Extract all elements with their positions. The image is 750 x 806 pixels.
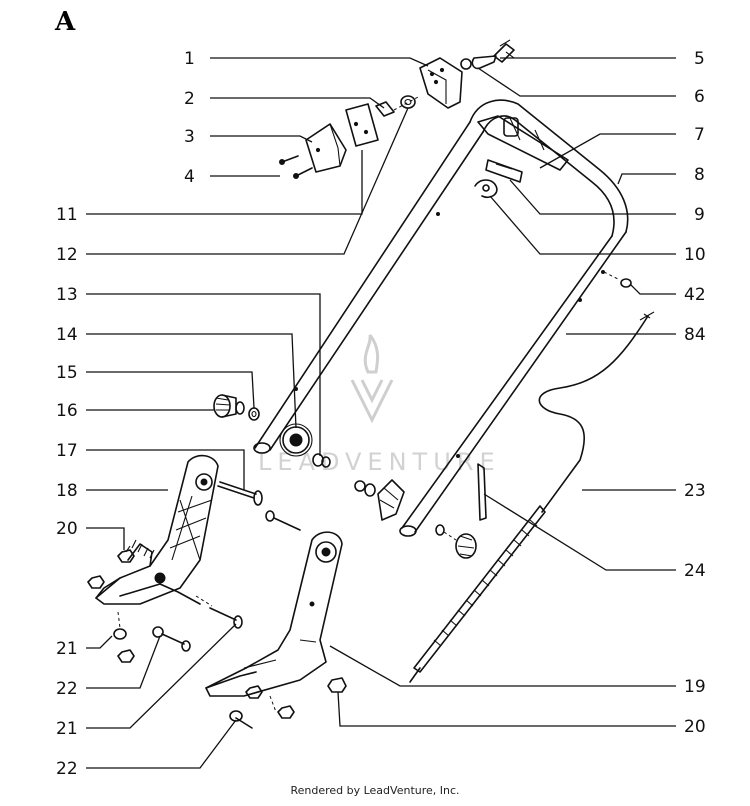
callout-24: 24 [684, 561, 706, 581]
bolt-17 [217, 481, 301, 531]
cable-bracket [485, 159, 523, 183]
control-bail [477, 115, 569, 171]
bolt-21-22-left [113, 595, 243, 652]
washers-13 [312, 453, 331, 468]
screws-4 [279, 155, 313, 179]
cable-tie [477, 463, 487, 521]
callout-9: 9 [694, 205, 705, 225]
callout-21-upper: 21 [56, 639, 78, 659]
knob-right [354, 479, 477, 559]
callout-numbers: 1 2 3 4 5 6 7 8 9 10 11 12 13 14 15 16 1… [56, 49, 706, 779]
callout-23: 23 [684, 481, 706, 501]
callout-3: 3 [184, 127, 195, 147]
callout-4: 4 [184, 167, 195, 187]
throttle-cable [409, 311, 655, 683]
callout-5: 5 [694, 49, 705, 69]
cover-3 [305, 123, 347, 173]
knob-16 [213, 394, 245, 418]
ignition-key [460, 39, 515, 70]
callout-42: 42 [684, 285, 706, 305]
plug [603, 271, 632, 288]
callout-17: 17 [56, 441, 78, 461]
callout-18: 18 [56, 481, 78, 501]
nut-20-left [87, 549, 135, 663]
callout-20-left: 20 [56, 519, 78, 539]
cable-clip [474, 179, 498, 199]
leader-lines [86, 57, 676, 769]
lower-handle-right [205, 531, 343, 697]
callout-21-lower: 21 [56, 719, 78, 739]
callout-10: 10 [684, 245, 706, 265]
callout-84: 84 [684, 325, 706, 345]
nut-20-right [245, 677, 347, 719]
callout-11: 11 [56, 205, 78, 225]
lower-handle-left [95, 454, 219, 605]
footer-credit: Rendered by LeadVenture, Inc. [290, 784, 460, 797]
callout-13: 13 [56, 285, 78, 305]
callout-22-lower: 22 [56, 759, 78, 779]
section-letter: A [54, 7, 76, 37]
callout-19: 19 [684, 677, 706, 697]
callout-20-right: 20 [684, 717, 706, 737]
callout-14: 14 [56, 325, 78, 345]
washer-15 [248, 407, 260, 421]
callout-8: 8 [694, 165, 705, 185]
switch-housing [419, 57, 463, 109]
callout-1: 1 [184, 49, 195, 69]
callout-7: 7 [694, 125, 705, 145]
callout-16: 16 [56, 401, 78, 421]
callout-2: 2 [184, 89, 195, 109]
callout-22-upper: 22 [56, 679, 78, 699]
spacer-2 [375, 95, 421, 117]
callout-12: 12 [56, 245, 78, 265]
bushing-12 [400, 95, 416, 109]
plate-11 [345, 103, 379, 147]
callout-15: 15 [56, 363, 78, 383]
bolt-22-right [229, 695, 277, 729]
callout-6: 6 [694, 87, 705, 107]
